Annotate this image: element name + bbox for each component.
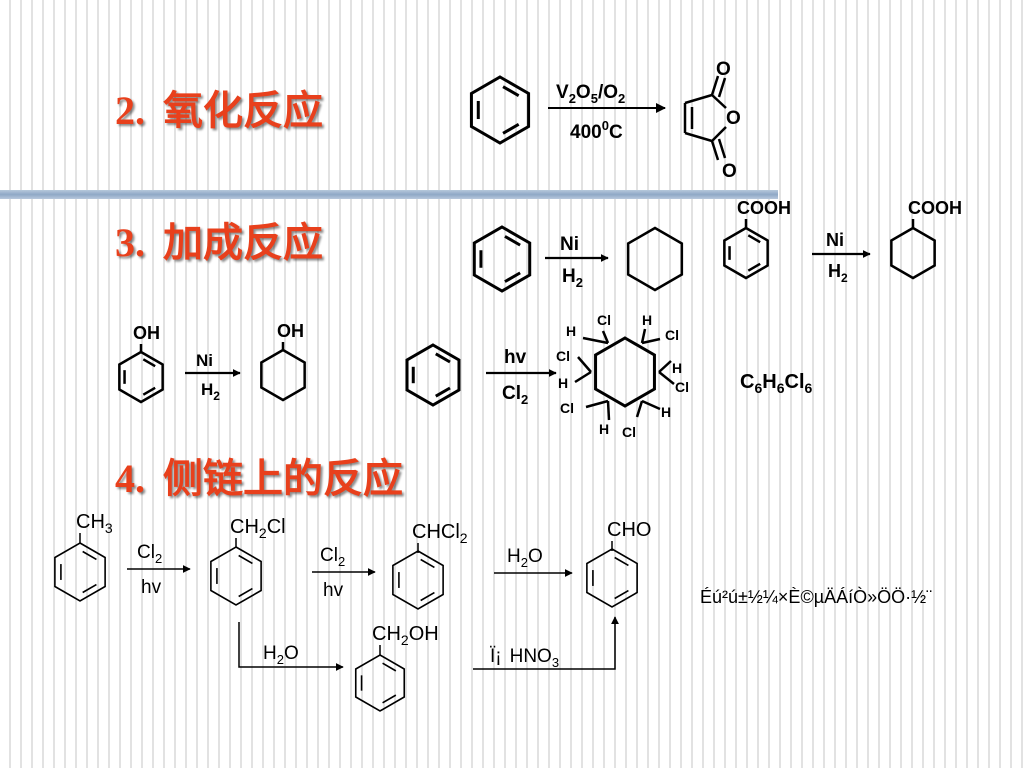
condition-hv: hv bbox=[504, 347, 527, 368]
benzal-chloride-ring bbox=[392, 550, 444, 610]
hcl-h-1: H bbox=[566, 323, 576, 339]
label-ch2oh: CH2OH bbox=[372, 623, 439, 648]
ring-outline bbox=[118, 350, 164, 404]
reagent-v2o5-o2: V2O5/O2 bbox=[556, 82, 625, 106]
hcl-cl-2: Cl bbox=[665, 327, 679, 343]
ring-outline bbox=[354, 654, 406, 712]
ring-double-bond bbox=[82, 550, 97, 561]
catalyst-ni-1: Ni bbox=[560, 234, 579, 255]
ring-outline bbox=[626, 226, 684, 292]
ring-double-bond bbox=[238, 587, 253, 598]
ring-outline bbox=[586, 548, 638, 608]
phenol-ring bbox=[118, 350, 164, 404]
cyclohexanol-ring bbox=[260, 348, 306, 402]
ring-outline bbox=[260, 348, 306, 402]
formula-c6h6cl6: C6H6Cl6 bbox=[740, 371, 813, 396]
atom-o-top: O bbox=[716, 59, 731, 80]
reagent-h2o-branch: H2O bbox=[263, 643, 299, 667]
benzyl-alcohol-ring bbox=[354, 654, 406, 712]
ring-double-bond bbox=[614, 589, 629, 600]
ring-double-bond bbox=[420, 591, 435, 602]
ring-outline bbox=[54, 542, 106, 602]
catalyst-ni-3: Ni bbox=[196, 351, 213, 370]
reagent-cl2: Cl2 bbox=[502, 383, 528, 407]
ring-double-bond bbox=[747, 262, 761, 272]
ring-outline bbox=[405, 343, 461, 407]
ring-double-bond bbox=[382, 662, 397, 672]
heading-oxidation: 2.氧化反应 bbox=[115, 88, 323, 133]
ring-outline bbox=[469, 75, 531, 145]
ring-double-bond bbox=[82, 583, 97, 594]
heading-addition: 3.加成反应 bbox=[115, 220, 323, 265]
ring-outline bbox=[723, 226, 769, 280]
condition-hv-step1: hv bbox=[141, 577, 162, 598]
reagent-cl2-step2: Cl2 bbox=[320, 545, 345, 569]
ring-double-bond bbox=[504, 271, 521, 283]
arrow-oxidation-nitric bbox=[473, 616, 619, 670]
condition-hv-step2: hv bbox=[323, 580, 344, 601]
hcl-cl-3: Cl bbox=[675, 379, 689, 395]
benzaldehyde-ring bbox=[586, 548, 638, 608]
hcl-h-4: H bbox=[661, 404, 671, 420]
benzene-reactant-hydrogenation bbox=[472, 225, 532, 293]
hcl-h-3: H bbox=[672, 360, 682, 376]
atom-o-ring: O bbox=[726, 108, 741, 129]
hexachlorocyclohexane: Cl H H Cl H Cl H Cl H Cl H Cl bbox=[556, 312, 689, 440]
label-cooh-benzoic: COOH bbox=[737, 198, 791, 218]
benzene-reactant-chlorination bbox=[405, 343, 461, 407]
hcl-h-6: H bbox=[558, 375, 568, 391]
ring-double-bond bbox=[382, 694, 397, 704]
reagent-h2-1: H2 bbox=[562, 266, 583, 290]
hcl-cl-6: Cl bbox=[556, 348, 570, 364]
benzoic-acid-ring bbox=[723, 226, 769, 280]
reagent-h2-2: H2 bbox=[828, 261, 848, 285]
ring-double-bond bbox=[435, 386, 451, 398]
label-oh-phenol: OH bbox=[133, 323, 160, 343]
hcl-h-5: H bbox=[599, 421, 609, 437]
label-chcl2: CHCl2 bbox=[412, 521, 468, 546]
condition-temperature: 4000C bbox=[570, 118, 623, 143]
ring-outline bbox=[594, 336, 656, 408]
label-oh-cyclohexanol: OH bbox=[277, 321, 304, 341]
reagent-h2o-hydrolysis: H2O bbox=[507, 546, 543, 570]
maleic-anhydride bbox=[683, 75, 727, 161]
ring-double-bond bbox=[502, 122, 520, 135]
ring-double-bond bbox=[747, 234, 761, 244]
ring-double-bond bbox=[614, 556, 629, 567]
label-cho: CHO bbox=[607, 519, 651, 541]
ring-double-bond bbox=[238, 554, 253, 565]
hcl-cl-5: Cl bbox=[560, 400, 574, 416]
ring-double-bond bbox=[435, 352, 451, 364]
ring-outline bbox=[472, 225, 532, 293]
hcl-cl-1: Cl bbox=[597, 312, 611, 328]
reagent-dilute-hno3: Ï¡HNO3 bbox=[490, 646, 559, 670]
atom-o-bottom: O bbox=[722, 161, 737, 182]
benzene-reactant-oxidation bbox=[469, 75, 531, 145]
garbled-note: Éú²ú±½¼×È©µÄÁíÒ»ÖÖ·½¨ bbox=[700, 586, 932, 607]
label-cooh-cyclohexane: COOH bbox=[908, 198, 962, 218]
hcl-h-2: H bbox=[642, 312, 652, 328]
reagent-cl2-step1: Cl2 bbox=[137, 542, 162, 566]
section-divider bbox=[0, 190, 778, 199]
cyclohexane-product bbox=[626, 226, 684, 292]
ring-outline bbox=[210, 546, 262, 606]
ring-double-bond bbox=[502, 85, 520, 98]
catalyst-ni-2: Ni bbox=[826, 230, 844, 250]
ring-double-bond bbox=[420, 558, 435, 569]
heading-side-chain: 4.侧链上的反应 bbox=[115, 456, 403, 501]
label-ch3: CH3 bbox=[76, 511, 113, 536]
arrow-branch-hydrolysis bbox=[238, 622, 344, 671]
ring-outline bbox=[890, 226, 936, 280]
hcl-cl-4: Cl bbox=[622, 424, 636, 440]
label-ch2cl: CH2Cl bbox=[230, 516, 286, 541]
ring-outline bbox=[392, 550, 444, 610]
ring-double-bond bbox=[142, 386, 156, 396]
ring-double-bond bbox=[142, 358, 156, 368]
toluene-ring bbox=[54, 542, 106, 602]
ring-double-bond bbox=[504, 235, 521, 247]
reagent-h2-3: H2 bbox=[201, 380, 220, 403]
cyclohexanecarboxylic-acid-ring bbox=[890, 226, 936, 280]
benzyl-chloride-ring bbox=[210, 546, 262, 606]
